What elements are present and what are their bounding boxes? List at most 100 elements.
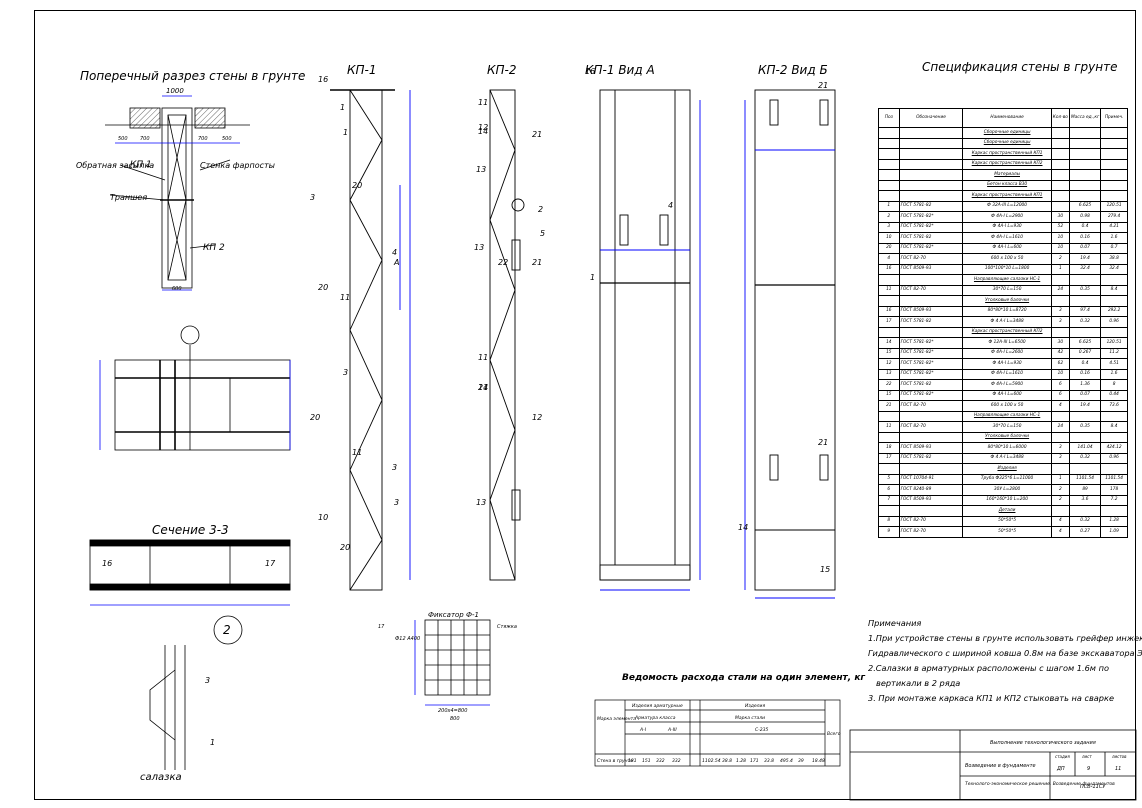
kp2-elevation [489,89,525,581]
spec-cell-qty: 10 [1050,368,1070,380]
spec-cell [898,190,964,202]
spec-cell [878,169,900,181]
spec-cell-name: 80*80*10 L=8720 [962,305,1052,317]
spec-cell [1050,410,1070,422]
spec-cell-doc: ГОСТ 8509-93 [898,263,964,275]
spec-cell [878,463,900,475]
spec-cell [1050,274,1070,286]
spec-cell [1050,137,1070,149]
spec-cell-mass: 0.32 [1068,452,1102,464]
spec-cell-note: 8.4 [1100,284,1128,296]
spec-row: Каркас пространственный КП2 [878,326,1128,338]
position-mark: 1 [340,103,345,112]
spec-cell-doc: ГОСТ 82-70 [898,421,964,433]
spec-cell-qty: 3 [1050,305,1070,317]
spec-cell [898,463,964,475]
spec-cell-qty: 10 [1050,232,1070,244]
label-kp1: КП 1 [130,160,152,170]
steel-val: 39 [798,758,804,764]
spec-cell-pos: 18 [878,442,900,454]
node-number: 2 [223,623,231,637]
steel-table-title: Ведомость расхода стали на один элемент,… [622,673,865,683]
spec-cell-name: Ф 4 А-I L=3488 [962,452,1052,464]
spec-cell [1050,179,1070,191]
position-mark: 21 [818,438,828,447]
position-mark: 21 [532,258,542,267]
position-mark: 13 [476,498,486,507]
spec-cell [898,274,964,286]
spec-cell-pos: 17 [878,452,900,464]
spec-cell [1068,169,1102,181]
position-mark: 12 [532,413,542,422]
note-line: Гидравлического с шириной ковша 0.8м на … [868,648,1142,658]
spec-cell [1100,410,1128,422]
kp1-view-a [599,89,701,591]
spec-cell-mass: 0.16 [1068,232,1102,244]
position-mark: 3 [394,498,399,507]
position-mark: 4 [668,201,673,210]
spec-cell-doc: ГОСТ 5781-82* [898,389,964,401]
position-mark: 21 [818,81,828,90]
spec-cell-doc: ГОСТ 8240-89 [898,484,964,496]
spec-cell-mass: 19.4 [1068,400,1102,412]
spec-cell [878,505,900,517]
spec-cell [898,326,964,338]
steel-sub-grade: Марка стали [735,715,765,721]
spec-row: Материалы [878,169,1128,181]
spec-cell-mass: 141.04 [1068,442,1102,454]
position-mark: 20 [340,543,350,552]
spec-cell [1050,326,1070,338]
spec-cell-qty: 2 [1050,494,1070,506]
spec-cell-mass: 1.36 [1068,379,1102,391]
spec-cell-name: 80*80*10 L=6000 [962,442,1052,454]
steel-val: 181 [628,758,637,764]
spec-cell [878,148,900,160]
position-mark: 21 [478,383,488,392]
spec-cell-name: Ф 4А-I L=1610 [962,232,1052,244]
spec-cell-note: 4.21 [1100,221,1128,233]
position-mark: 21 [532,130,542,139]
spec-cell-mass: 0.35 [1068,421,1102,433]
node-mark-1: 1 [210,738,215,747]
spec-cell [878,326,900,338]
spec-cell [1068,190,1102,202]
note-line: вертикали в 2 ряда [876,678,961,688]
spec-cell-doc: ГОСТ 5781-82 [898,452,964,464]
steel-val: 332 [656,758,665,764]
spec-cell [1068,179,1102,191]
spec-cell-pos: 8 [878,515,900,527]
spec-cell-qty: 2 [1050,253,1070,265]
spec-cell-pos: 11 [878,421,900,433]
spec-cell-mass: 6.625 [1068,337,1102,349]
spec-cell-note: 8 [1100,379,1128,391]
spec-cell-note: 38.8 [1100,253,1128,265]
spec-cell-name: 160*160*10 L=200 [962,494,1052,506]
spec-cell [1068,274,1102,286]
spec-cell-qty: 24 [1050,284,1070,296]
spec-cell-note: 0.96 [1100,316,1128,328]
steel-col-rebar: Изделия арматурные [632,703,683,709]
fixator-mark-width: 800 [450,716,460,722]
spec-cell-name: 30*70 L=150 [962,421,1052,433]
spec-cell-doc: ГОСТ 5781-82* [898,337,964,349]
spec-cell-pos: 12 [878,358,900,370]
spec-cell-name: 30*70 L=150 [962,284,1052,296]
fixator-mark-spacing: 200x4=800 [438,708,467,714]
spec-cell [898,295,964,307]
spec-cell-name: Ф 4А-I L=1610 [962,368,1052,380]
position-mark: 11 [340,293,350,302]
steel-row-label: Стена в грунте [597,758,633,764]
spec-cell-pos: 9 [878,526,900,538]
spec-row: Детали [878,505,1128,517]
dim-top: 1000 [166,87,184,95]
spec-cell-name: Ф 12А-III L=6500 [962,337,1052,349]
